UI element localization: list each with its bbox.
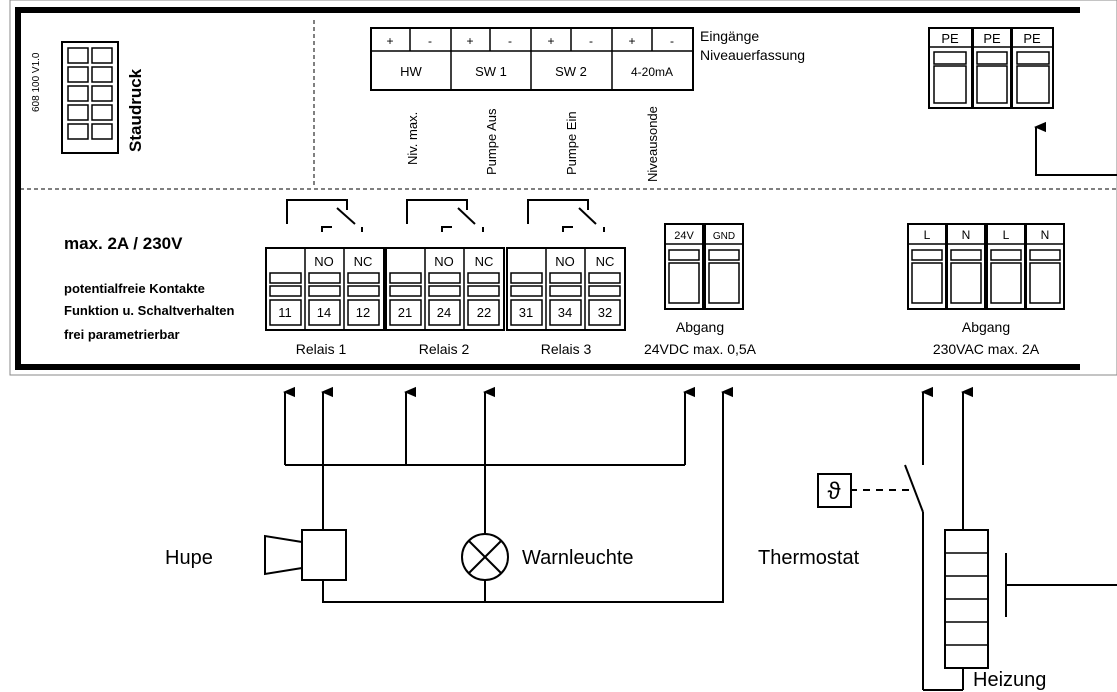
staudruck-label: Staudruck	[126, 68, 145, 152]
ac-out-line1: Abgang	[962, 319, 1010, 335]
input-functions: Niv. max. Pumpe Aus Pumpe Ein Niveausond…	[405, 106, 660, 182]
input-sw2-name: SW 2	[555, 64, 587, 79]
dc-label-gnd: GND	[713, 231, 735, 242]
input-function-sw1: Pumpe Aus	[484, 108, 499, 175]
dc-label-24v: 24V	[674, 230, 694, 242]
relay-3-num-1: 31	[519, 305, 533, 320]
pe-label-2: PE	[983, 31, 1001, 46]
ac-label-1: L	[924, 228, 931, 242]
input-function-ma: Niveausonde	[645, 106, 660, 182]
pe-label-1: PE	[941, 31, 959, 46]
dc-out-line1: Abgang	[676, 319, 724, 335]
input-sw2-plus: +	[547, 34, 554, 48]
inputs-title-2: Niveauerfassung	[700, 47, 805, 63]
staudruck-connector	[61, 41, 119, 154]
relay-3-num-3: 32	[598, 305, 612, 320]
theta-symbol: ϑ	[827, 478, 840, 505]
relay-3-top-2: NO	[555, 254, 575, 269]
relay-2-num-2: 24	[437, 305, 451, 320]
input-sw1-name: SW 1	[475, 64, 507, 79]
desc-line-2: Funktion u. Schaltverhalten	[64, 303, 235, 318]
pe-wire	[1036, 127, 1117, 176]
relay-3-block	[506, 199, 626, 331]
external-wiring	[285, 392, 963, 691]
input-sw2-minus: -	[589, 34, 593, 48]
relay-1-name: Relais 1	[296, 341, 347, 357]
relay-2-name: Relais 2	[419, 341, 470, 357]
thermostat-symbol	[817, 464, 924, 513]
relay-2-num-3: 22	[477, 305, 491, 320]
input-terminals	[370, 27, 694, 91]
hupe-label: Hupe	[165, 547, 213, 569]
heizung-label: Heizung	[973, 669, 1046, 691]
input-sw1-minus: -	[508, 34, 512, 48]
relay-3-num-2: 34	[558, 305, 572, 320]
warnleuchte-label: Warnleuchte	[522, 547, 634, 569]
dc-out-line2: 24VDC max. 0,5A	[644, 341, 757, 357]
input-function-hw: Niv. max.	[405, 112, 420, 165]
version-label: 608 100 V1.0	[31, 52, 42, 112]
relay-2-top-3: NC	[475, 254, 494, 269]
relay-2-block	[385, 199, 505, 331]
dc-output-terminals	[664, 223, 744, 310]
input-ma-plus: +	[628, 34, 635, 48]
input-function-sw2: Pumpe Ein	[564, 111, 579, 175]
thermostat-label: Thermostat	[758, 547, 860, 569]
input-sw1-plus: +	[466, 34, 473, 48]
hupe-symbol	[264, 529, 347, 581]
ac-label-2: N	[962, 228, 971, 242]
relay-2-num-1: 21	[398, 305, 412, 320]
relay-3-name: Relais 3	[541, 341, 592, 357]
ac-label-4: N	[1041, 228, 1050, 242]
relay-1-num-1: 11	[278, 305, 292, 320]
input-hw-minus: -	[428, 34, 432, 48]
relay-3-top-3: NC	[596, 254, 615, 269]
relay-1-top-3: NC	[354, 254, 373, 269]
pe-label-3: PE	[1023, 31, 1041, 46]
input-hw-plus: +	[386, 34, 393, 48]
relay-1-block	[265, 199, 385, 331]
relay-1-num-2: 14	[317, 305, 331, 320]
desc-line-3: frei parametrierbar	[64, 327, 180, 342]
warnleuchte-symbol	[461, 533, 509, 581]
inputs-title-1: Eingänge	[700, 28, 759, 44]
ac-out-line2: 230VAC max. 2A	[933, 341, 1040, 357]
heizung-symbol	[944, 529, 1117, 669]
pe-terminals	[928, 27, 1054, 109]
relay-2-top-2: NO	[434, 254, 454, 269]
ac-label-3: L	[1003, 228, 1010, 242]
ac-output-terminals	[907, 223, 1065, 310]
input-ma-name: 4-20mA	[631, 65, 673, 79]
relay-1-top-2: NO	[314, 254, 334, 269]
relay-1-num-3: 12	[356, 305, 370, 320]
rating-label: max. 2A / 230V	[64, 234, 183, 253]
input-hw-name: HW	[400, 64, 422, 79]
input-ma-minus: -	[670, 34, 674, 48]
desc-line-1: potentialfreie Kontakte	[64, 281, 205, 296]
